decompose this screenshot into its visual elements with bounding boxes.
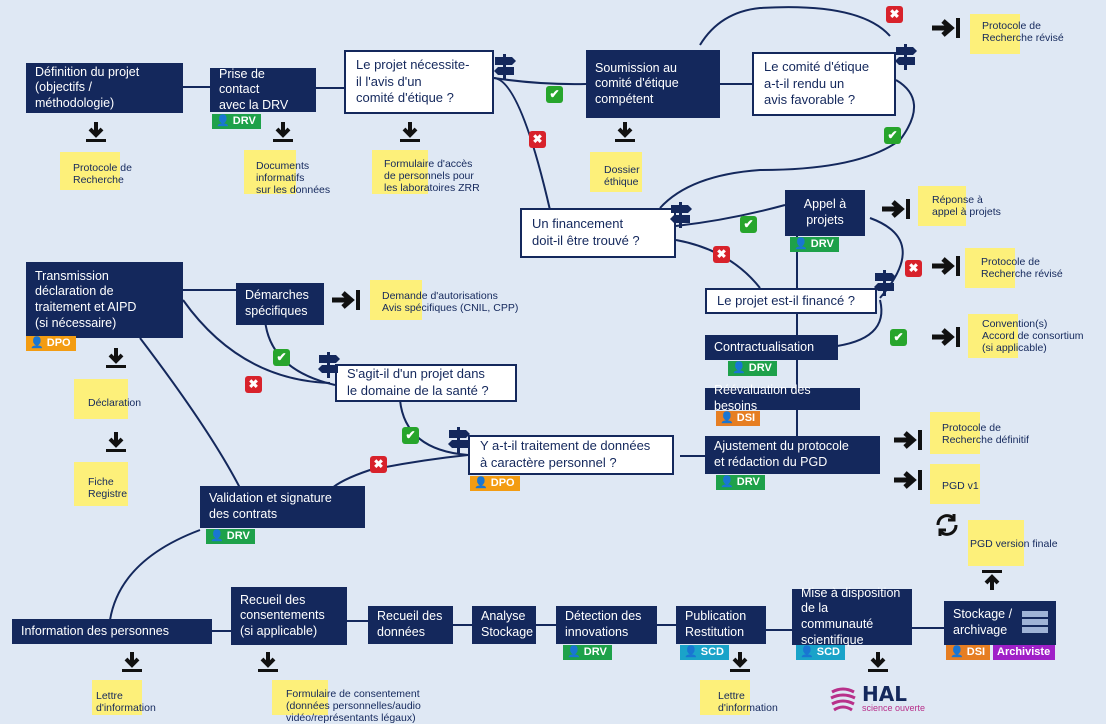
node-mise-disposition[interactable]: Mise à disposition de la communauté scie… [792,586,912,647]
doc-lettre-information: Lettre d'information [92,680,172,715]
signpost-icon [494,54,516,80]
question-avis-favorable[interactable]: Le comité d'étique a-t-il rendu un avis … [752,52,896,116]
badge-scd: 👤 SCD [680,645,729,660]
question-avis-comite[interactable]: Le projet nécessite- il l'avis d'un comi… [344,50,494,114]
download-icon [868,652,888,672]
stockage-label: Stockage / archivage [953,607,1013,637]
doc-protocole-revise: Protocole de Recherche révisé [970,14,1080,54]
doc-protocole-definitif: Protocole de Recherche définitif [930,412,1050,454]
node-information[interactable]: Information des personnes [12,619,212,644]
doc-formulaire-consentement: Formulaire de consentement (données pers… [272,680,452,724]
hal-logo-tagline: science ouverte [862,703,926,713]
badge-dpo: 👤 DPO [470,476,520,491]
download-icon [273,122,293,142]
badge-drv: 👤 DRV [563,645,612,660]
node-reevaluation[interactable]: Réévaluation des besoins [705,383,860,413]
question-projet-finance[interactable]: Le projet est-il financé ? [705,288,877,314]
node-recueil-donnees[interactable]: Recueil des données [368,606,453,644]
yes-icon: ✔ [890,329,907,346]
no-icon: ✖ [886,6,903,23]
doc-declaration: Déclaration [74,379,154,419]
badge-drv: 👤 DRV [790,237,839,252]
server-icon [1022,611,1048,633]
node-validation[interactable]: Validation et signature des contrats [200,486,365,528]
hal-logo: HAL science ouverte [828,682,938,715]
yes-icon: ✔ [884,127,901,144]
arrow-right-icon [932,18,960,38]
yes-icon: ✔ [546,86,563,103]
node-recueil-consentements[interactable]: Recueil des consentements (si applicable… [231,587,347,645]
signpost-icon [895,44,917,70]
node-ajustement[interactable]: Ajustement du protocole et rédaction du … [705,436,880,474]
node-appel-projets[interactable]: Appel à projets [785,190,865,236]
download-icon [258,652,278,672]
arrow-right-icon [894,430,922,450]
arrow-right-icon [894,470,922,490]
no-icon: ✖ [245,376,262,393]
badge-dsi: 👤 DSI [716,411,761,426]
signpost-icon [670,202,692,228]
download-icon [122,652,142,672]
yes-icon: ✔ [273,349,290,366]
node-definition[interactable]: Définition du projet (objectifs / méthod… [26,63,183,113]
badge-drv: 👤 DRV [728,361,777,376]
upload-icon [982,570,1002,590]
arrow-right-icon [882,199,910,219]
hal-logo-text: HAL [862,682,907,706]
badge-drv: 👤 DRV [212,114,261,129]
node-analyse[interactable]: Analyse Stockage [472,606,536,644]
download-icon [106,348,126,368]
refresh-icon [936,514,958,536]
node-demarches[interactable]: Démarches spécifiques [236,283,324,325]
arrow-right-icon [932,256,960,276]
download-icon [730,652,750,672]
yes-icon: ✔ [402,427,419,444]
hal-logo-mark [830,687,856,712]
download-icon [106,432,126,452]
no-icon: ✖ [713,246,730,263]
badge-scd: 👤 SCD [796,645,845,660]
badge-drv: 👤 DRV [206,529,255,544]
doc-lettre-information: Lettre d'information [700,680,800,715]
node-contractualisation[interactable]: Contractualisation [705,335,838,360]
doc-demande-autorisations: Demande d'autorisations Avis spécifiques… [370,280,520,320]
badge-dpo: 👤 DPO [26,336,76,351]
signpost-icon [318,352,340,378]
node-publication[interactable]: Publication Restitution [676,606,766,644]
node-stockage[interactable]: Stockage / archivage [944,601,1056,645]
badge-drv: 👤 DRV [716,475,765,490]
doc-convention: Convention(s) Accord de consortium (si a… [968,314,1100,358]
question-donnees-personnelles[interactable]: Y a-t-il traitement de données à caractè… [468,435,674,475]
doc-documents-informatifs: Documents informatifs sur les données [244,150,334,196]
doc-protocole: Protocole de Recherche [60,152,132,190]
node-detection[interactable]: Détection des innovations [556,606,657,644]
doc-dossier-ethique: Dossier éthique [590,152,650,192]
doc-reponse-appel: Réponse à appel à projets [918,186,1018,226]
node-prise-contact[interactable]: Prise de contact avec la DRV [210,67,316,112]
no-icon: ✖ [905,260,922,277]
yes-icon: ✔ [740,216,757,233]
node-soumission[interactable]: Soumission au comité d'étique compétent [586,50,720,118]
badge-archiviste: Archiviste [993,645,1056,660]
node-transmission[interactable]: Transmission déclaration de traitement e… [26,262,183,338]
download-icon [615,122,635,142]
doc-fiche-registre: Fiche Registre [74,462,144,506]
arrow-right-icon [332,290,360,310]
doc-pgd-finale: PGD version finale [968,520,1080,566]
doc-pgd-v1: PGD v1 [930,464,1010,504]
signpost-icon [874,270,896,296]
no-icon: ✖ [370,456,387,473]
question-financement[interactable]: Un financement doit-il être trouvé ? [520,208,676,258]
doc-formulaire-acces: Formulaire d'accès de personnels pour le… [372,150,490,196]
no-icon: ✖ [529,131,546,148]
arrow-right-icon [932,327,960,347]
download-icon [86,122,106,142]
doc-protocole-revise: Protocole de Recherche révisé [965,248,1075,288]
download-icon [400,122,420,142]
badge-dsi: 👤 DSI [946,645,991,660]
question-sante[interactable]: S'agit-il d'un projet dans le domaine de… [335,364,517,402]
signpost-icon [448,427,470,453]
